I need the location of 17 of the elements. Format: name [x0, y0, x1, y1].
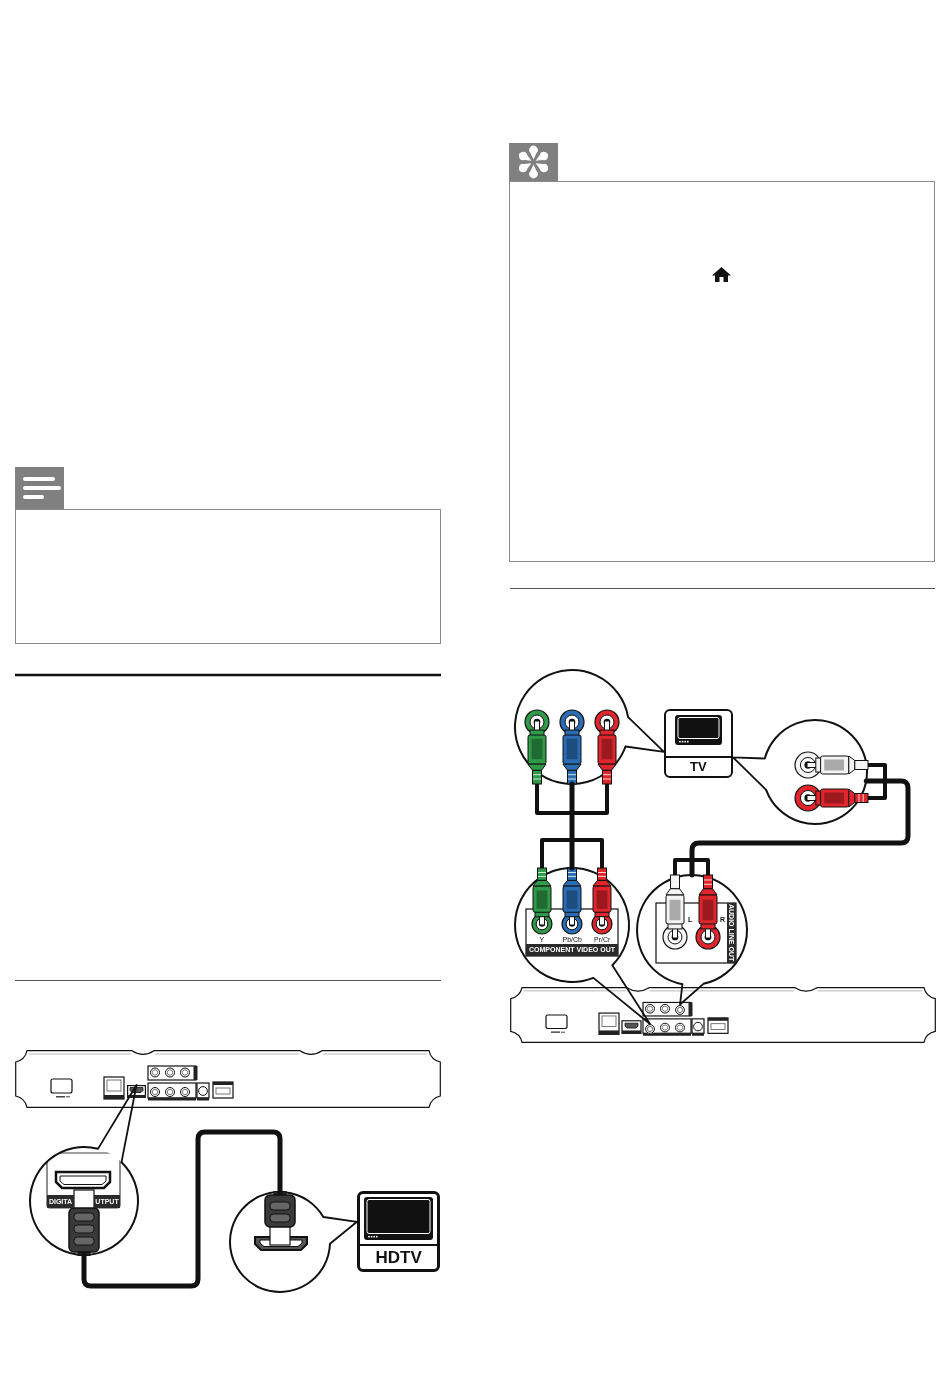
rca-jack: [675, 1004, 685, 1015]
callout-pointer: [97, 1084, 138, 1164]
callout-pointer: [732, 756, 768, 791]
component-video-cable: [569, 781, 575, 871]
callout-pointer: [322, 1216, 358, 1245]
tv-label: HDTV: [375, 1249, 422, 1266]
tv-card: [664, 709, 733, 778]
tv-card: [357, 1191, 440, 1272]
tv-label: TV: [690, 760, 707, 773]
audio-cable: [689, 778, 911, 878]
callout-pointer: [679, 982, 705, 1006]
callout-pointer: [592, 964, 651, 1025]
callout-pointer: [624, 716, 665, 753]
rca-jack: [645, 1024, 655, 1034]
player-rear-panel: [510, 987, 936, 1043]
player-rear-panel: [15, 1050, 441, 1108]
hdmi-cable: [81, 1129, 283, 1289]
